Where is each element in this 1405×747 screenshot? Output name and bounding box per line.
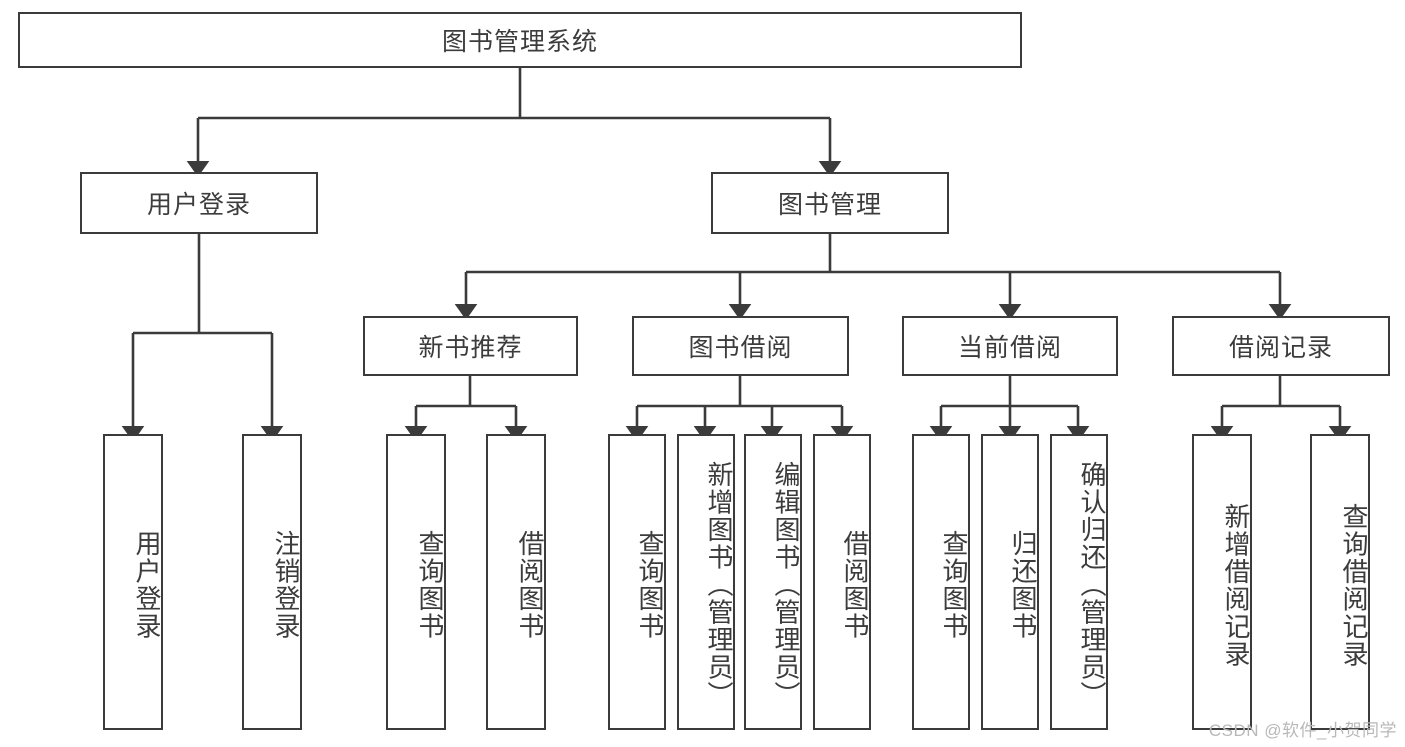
node-new-book-recommend-label: 新书推荐 <box>418 334 523 362</box>
watermark-text: CSDN @软件_小贺同学 <box>1208 721 1397 740</box>
leaf-return-book[interactable]: 归还图书 <box>981 434 1039 730</box>
leaf-borrow-book-label: 借阅图书 <box>840 530 870 640</box>
node-current-borrow-label: 当前借阅 <box>957 334 1062 362</box>
leaf-confirm-return-admin-label: 确认归还（管理员） <box>1077 461 1107 709</box>
node-new-book-recommend[interactable]: 新书推荐 <box>363 316 578 376</box>
leaf-add-book-admin[interactable]: 新增图书（管理员） <box>677 434 735 730</box>
leaf-edit-book-admin-label: 编辑图书（管理员） <box>771 461 801 709</box>
leaf-query-borrow-record-label: 查询借阅记录 <box>1339 502 1369 668</box>
leaf-query-book-current[interactable]: 查询图书 <box>912 434 970 730</box>
leaf-edit-book-admin[interactable]: 编辑图书（管理员） <box>744 434 802 730</box>
leaf-add-book-admin-label: 新增图书（管理员） <box>704 461 734 709</box>
leaf-query-book-borrow[interactable]: 查询图书 <box>608 434 666 730</box>
leaf-borrow-book[interactable]: 借阅图书 <box>813 434 871 730</box>
leaf-borrow-book-recommend-label: 借阅图书 <box>515 530 545 640</box>
node-root[interactable]: 图书管理系统 <box>18 12 1022 68</box>
node-borrow-record-label: 借阅记录 <box>1228 334 1333 362</box>
node-book-management-label: 图书管理 <box>777 191 882 219</box>
leaf-add-borrow-record-label: 新增借阅记录 <box>1221 502 1251 668</box>
leaf-return-book-label: 归还图书 <box>1008 530 1038 640</box>
node-root-label: 图书管理系统 <box>441 28 598 56</box>
leaf-add-borrow-record[interactable]: 新增借阅记录 <box>1192 434 1252 730</box>
leaf-query-borrow-record[interactable]: 查询借阅记录 <box>1310 434 1370 730</box>
leaf-logout[interactable]: 注销登录 <box>242 434 302 730</box>
leaf-user-login-label: 用户登录 <box>132 530 162 640</box>
leaf-logout-label: 注销登录 <box>271 530 301 640</box>
node-user-login[interactable]: 用户登录 <box>80 172 318 234</box>
leaf-query-book-borrow-label: 查询图书 <box>635 530 665 640</box>
leaf-query-book-current-label: 查询图书 <box>939 530 969 640</box>
node-current-borrow[interactable]: 当前借阅 <box>902 316 1118 376</box>
leaf-confirm-return-admin[interactable]: 确认归还（管理员） <box>1050 434 1108 730</box>
node-borrow-record[interactable]: 借阅记录 <box>1172 316 1390 376</box>
node-book-borrow[interactable]: 图书借阅 <box>632 316 849 376</box>
node-book-borrow-label: 图书借阅 <box>688 334 793 362</box>
leaf-query-book-recommend-label: 查询图书 <box>415 530 445 640</box>
node-user-login-label: 用户登录 <box>146 191 251 219</box>
node-book-management[interactable]: 图书管理 <box>711 172 949 234</box>
leaf-user-login[interactable]: 用户登录 <box>103 434 163 730</box>
leaf-query-book-recommend[interactable]: 查询图书 <box>386 434 446 730</box>
leaf-borrow-book-recommend[interactable]: 借阅图书 <box>486 434 546 730</box>
